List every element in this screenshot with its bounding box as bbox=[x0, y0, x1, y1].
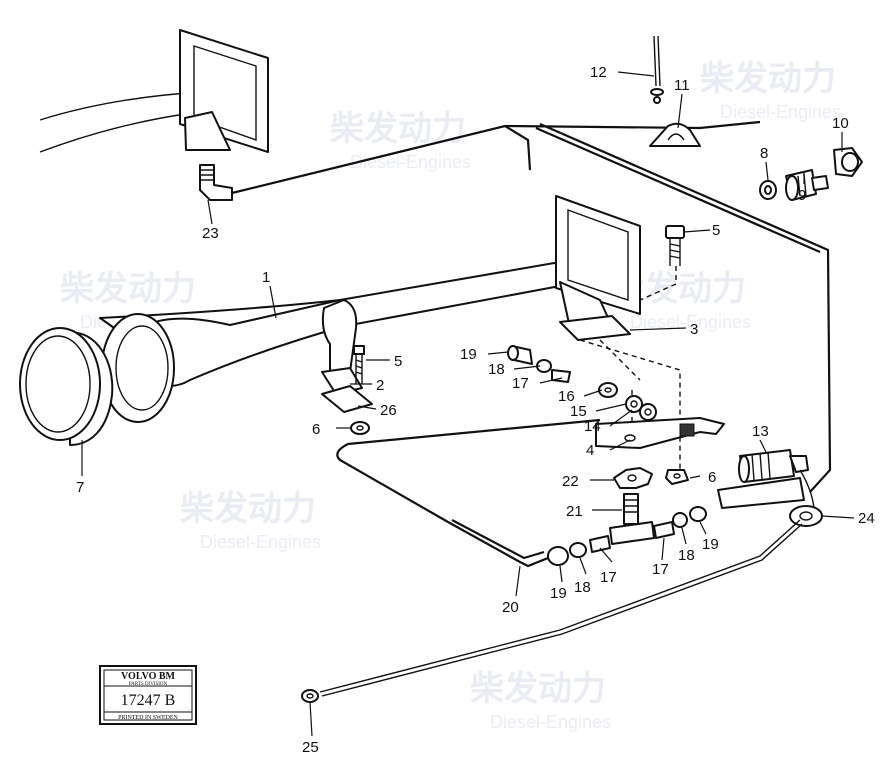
rear-horn bbox=[39, 29, 269, 153]
watermark-en: Diesel-Engines bbox=[200, 532, 321, 552]
callout-14: 14 bbox=[584, 418, 601, 435]
pipe-20 bbox=[447, 521, 549, 568]
callout-17-top: 17 bbox=[512, 375, 529, 392]
stamp-number: 17247 B bbox=[121, 692, 176, 709]
air-line-loop bbox=[336, 418, 601, 523]
horn-head-right bbox=[555, 195, 641, 341]
callout-19-top: 19 bbox=[460, 346, 477, 363]
callout-7: 7 bbox=[76, 479, 84, 496]
callout-1: 1 bbox=[262, 269, 270, 286]
watermark-cn: 柴发动力 bbox=[60, 269, 196, 309]
callout-22: 22 bbox=[562, 473, 579, 490]
watermark-cn: 柴发动力 bbox=[330, 109, 466, 149]
callout-11: 11 bbox=[674, 77, 690, 94]
bolt-12 bbox=[650, 35, 664, 104]
assembly-line bbox=[639, 266, 677, 301]
callout-17-bottom-right: 17 bbox=[652, 561, 669, 578]
pull-cable-25-inner bbox=[321, 523, 803, 697]
nut-6-left bbox=[350, 421, 370, 435]
volvo-bm-stamp: VOLVO BM PARTS DIVISION 17247 B PRINTED … bbox=[99, 665, 197, 725]
callout-24: 24 bbox=[858, 510, 875, 527]
pipe-20-inner bbox=[451, 519, 545, 560]
fitting-set-bottom-left bbox=[547, 535, 611, 566]
watermark-cn: 柴发动力 bbox=[700, 59, 836, 99]
stamp-printed: PRINTED IN SWEDEN bbox=[118, 715, 178, 721]
callout-2: 2 bbox=[376, 377, 384, 394]
callout-5-right: 5 bbox=[712, 222, 720, 239]
callout-3: 3 bbox=[690, 321, 698, 338]
callout-6-right: 6 bbox=[708, 469, 716, 486]
stamp-brand: VOLVO BM bbox=[121, 671, 176, 682]
callout-labels: 1 2 3 4 5 5 6 6 7 8 9 10 11 12 13 14 15 … bbox=[76, 64, 875, 756]
callout-12: 12 bbox=[590, 64, 607, 81]
callout-18-bottom-left: 18 bbox=[574, 579, 591, 596]
watermark-cn: 柴发动力 bbox=[470, 669, 606, 709]
callout-18-bottom-right: 18 bbox=[678, 547, 695, 564]
callout-18-top: 18 bbox=[488, 361, 505, 378]
callout-23: 23 bbox=[202, 225, 219, 242]
callout-19-bottom-right: 19 bbox=[702, 536, 719, 553]
nut-6-right bbox=[665, 469, 689, 485]
callout-26: 26 bbox=[380, 402, 397, 419]
grommet-24 bbox=[789, 505, 823, 527]
air-line-right-inner bbox=[535, 126, 821, 254]
bracket-2 bbox=[321, 299, 373, 413]
cable-eye-25 bbox=[301, 689, 319, 703]
pipe-clamp-11 bbox=[649, 122, 701, 147]
tee-fitting-21 bbox=[609, 493, 655, 545]
air-line-branch bbox=[504, 125, 532, 171]
bolt-5-right bbox=[665, 225, 685, 266]
air-line-upper bbox=[231, 120, 761, 195]
watermark-en: Diesel-Engines bbox=[490, 712, 611, 732]
watermark: 柴发动力 Diesel-Engines 柴发动力 Diesel-Engines … bbox=[60, 59, 841, 732]
stamp-division: PARTS DIVISION bbox=[129, 682, 168, 687]
pull-cable-25 bbox=[319, 519, 801, 693]
watermark-en: Diesel-Engines bbox=[720, 102, 841, 122]
valve-13 bbox=[717, 449, 815, 509]
callout-17-bottom-left: 17 bbox=[600, 569, 617, 586]
callout-6-left: 6 bbox=[312, 421, 320, 438]
watermark-cn: 柴发动力 bbox=[180, 489, 316, 529]
star-washer-22 bbox=[613, 467, 653, 489]
callout-21: 21 bbox=[566, 503, 583, 520]
callout-10: 10 bbox=[832, 115, 849, 132]
callout-8: 8 bbox=[760, 145, 768, 162]
fitting-set-bottom-right bbox=[653, 506, 707, 539]
valve-parts-8-9-10 bbox=[759, 147, 863, 201]
bolt-5-left bbox=[353, 345, 365, 384]
callout-15: 15 bbox=[570, 403, 587, 420]
callout-16: 16 bbox=[558, 388, 575, 405]
watermark-en: Diesel-Engines bbox=[630, 312, 751, 332]
callout-4: 4 bbox=[586, 442, 594, 459]
watermark-en: Diesel-Engines bbox=[350, 152, 471, 172]
elbow-fitting-23 bbox=[199, 164, 233, 201]
washers-14-15-16 bbox=[598, 382, 657, 421]
air-line-right bbox=[539, 122, 832, 493]
callout-19-bottom-left: 19 bbox=[550, 585, 567, 602]
callout-9: 9 bbox=[798, 187, 806, 204]
assembly-line bbox=[599, 339, 641, 381]
callout-13: 13 bbox=[752, 423, 769, 440]
callout-25: 25 bbox=[302, 739, 319, 756]
callout-5-left: 5 bbox=[394, 353, 402, 370]
callout-20: 20 bbox=[502, 599, 519, 616]
leader-lines bbox=[81, 71, 855, 737]
